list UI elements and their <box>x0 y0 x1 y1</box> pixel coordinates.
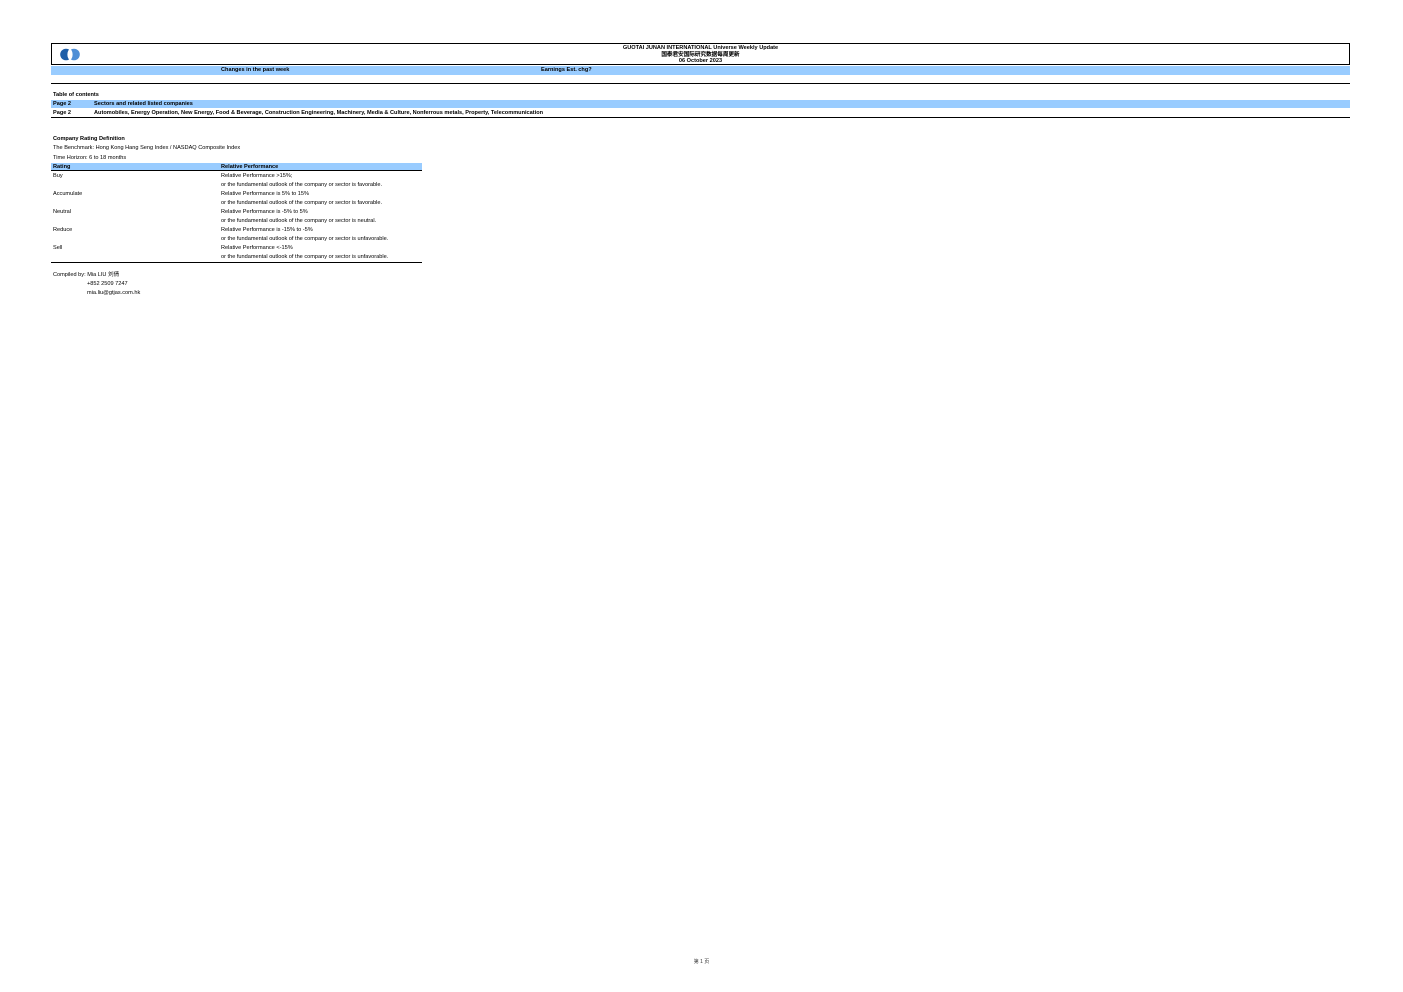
table-row: Buy Relative Performance >15%; <box>51 173 422 181</box>
rating-outlook: or the fundamental outlook of the compan… <box>221 236 389 242</box>
toc-row[interactable]: Page 2 Sectors and related listed compan… <box>51 100 1350 108</box>
compiler-label: Compiled by: Mia LIU 刘倩 <box>53 272 120 278</box>
report-date: 06 October 2023 <box>678 58 723 65</box>
toc-page: Page 2 <box>53 100 72 107</box>
toc-link[interactable]: Sectors and related listed companies <box>94 100 193 107</box>
table-row: or the fundamental outlook of the compan… <box>51 218 422 226</box>
col-performance: Relative Performance <box>221 163 279 170</box>
toc-row[interactable]: Page 2 Automobiles, Energy Operation, Ne… <box>51 109 1350 118</box>
rating-perf: Relative Performance <-15% <box>221 245 293 251</box>
table-row: Sell Relative Performance <-15% <box>51 245 422 253</box>
rating-table-header: Rating Relative Performance <box>51 163 422 171</box>
rating-outlook: or the fundamental outlook of the compan… <box>221 254 389 260</box>
table-row: Accumulate Relative Performance is 5% to… <box>51 191 422 199</box>
rating-title: Company Rating Definition <box>53 136 125 142</box>
compiler-email[interactable]: mia.liu@gtjas.com.hk <box>87 290 141 296</box>
title-block: GUOTAI JUNAN INTERNATIONAL Universe Week… <box>52 45 1349 65</box>
report-title-en: GUOTAI JUNAN INTERNATIONAL Universe Week… <box>622 45 779 51</box>
compiler-phone: +852 2509 7247 <box>87 281 128 287</box>
toc-link[interactable]: Automobiles, Energy Operation, New Energ… <box>94 109 544 116</box>
report-title-cn: 国泰君安国际研究数据每周更新 <box>661 51 740 58</box>
report-header: GUOTAI JUNAN INTERNATIONAL Universe Week… <box>51 43 1350 65</box>
table-row: Neutral Relative Performance is -5% to 5… <box>51 209 422 217</box>
table-row: or the fundamental outlook of the compan… <box>51 182 422 190</box>
changes-bar: Changes in the past week Earnings Est. c… <box>51 66 1350 75</box>
earnings-label: Earnings Est. chg? <box>541 67 592 73</box>
page-number: 第 1 页 <box>693 959 710 965</box>
rating-perf: Relative Performance is -15% to -5% <box>221 227 313 233</box>
rating-name: Neutral <box>53 209 72 215</box>
table-row: or the fundamental outlook of the compan… <box>51 254 422 262</box>
rating-outlook: or the fundamental outlook of the compan… <box>221 200 383 206</box>
rating-perf: Relative Performance is 5% to 15% <box>221 191 309 197</box>
col-rating: Rating <box>53 163 71 170</box>
rating-perf: Relative Performance >15%; <box>221 173 293 179</box>
rating-perf: Relative Performance is -5% to 5% <box>221 209 308 215</box>
rating-outlook: or the fundamental outlook of the compan… <box>221 218 377 224</box>
table-row: Reduce Relative Performance is -15% to -… <box>51 227 422 235</box>
table-row: or the fundamental outlook of the compan… <box>51 200 422 208</box>
horizon-text: Time Horizon: 6 to 18 months <box>53 155 127 161</box>
divider <box>51 83 1350 84</box>
benchmark-text: The Benchmark: Hong Kong Hang Seng Index… <box>53 145 241 151</box>
company-logo-icon <box>60 48 80 61</box>
rating-outlook: or the fundamental outlook of the compan… <box>221 182 383 188</box>
toc-title: Table of contents <box>53 92 99 98</box>
table-row: or the fundamental outlook of the compan… <box>51 236 422 244</box>
rating-name: Sell <box>53 245 63 251</box>
rating-name: Buy <box>53 173 63 179</box>
rating-name: Reduce <box>53 227 73 233</box>
table-bottom-rule <box>51 262 422 263</box>
rating-name: Accumulate <box>53 191 83 197</box>
toc-page: Page 2 <box>53 109 72 116</box>
changes-label: Changes in the past week <box>221 67 290 73</box>
